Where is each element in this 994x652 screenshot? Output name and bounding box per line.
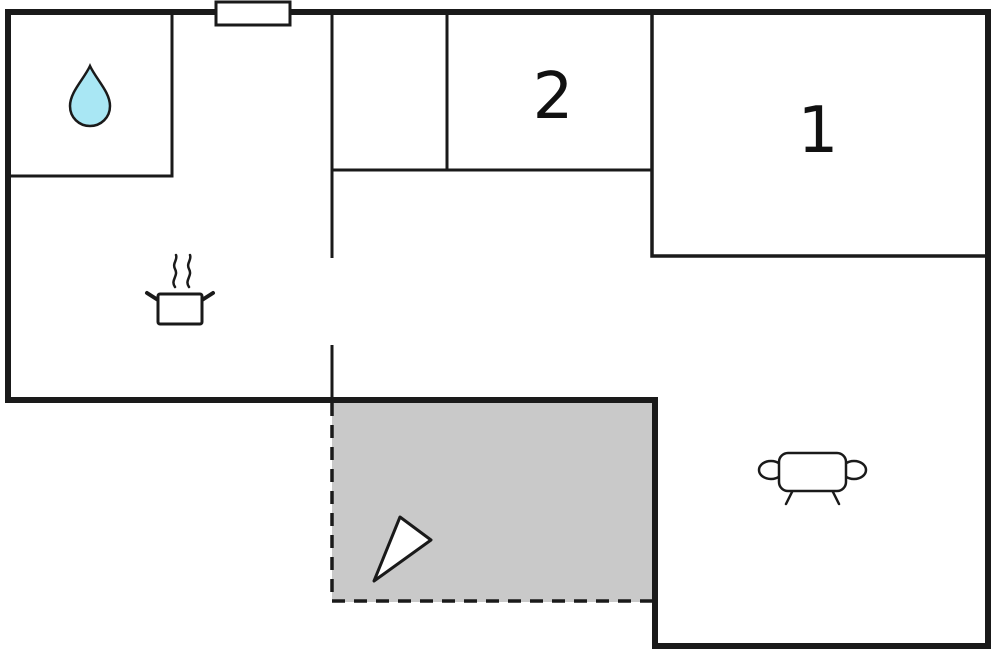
- terrace-dashed-border: [330, 403, 654, 603]
- room-label-2: 2: [533, 60, 574, 134]
- cooking-pot-icon: [145, 253, 215, 326]
- steam-line-icon: [172, 253, 178, 289]
- pot-body: [156, 292, 204, 326]
- exterior-walls: [5, 9, 991, 649]
- door-window-marker: [214, 0, 292, 27]
- steam-line-icon: [186, 253, 192, 289]
- pot-handles: [145, 291, 215, 302]
- bathroom-walls: [8, 12, 174, 178]
- water-drop-icon: [68, 63, 112, 128]
- sofa-icon: [757, 451, 868, 506]
- sofa-legs: [784, 488, 841, 506]
- room1-walls: [650, 12, 988, 258]
- sofa-body: [777, 451, 848, 493]
- north-arrow-icon: [372, 515, 433, 583]
- room-label-1: 1: [798, 94, 839, 168]
